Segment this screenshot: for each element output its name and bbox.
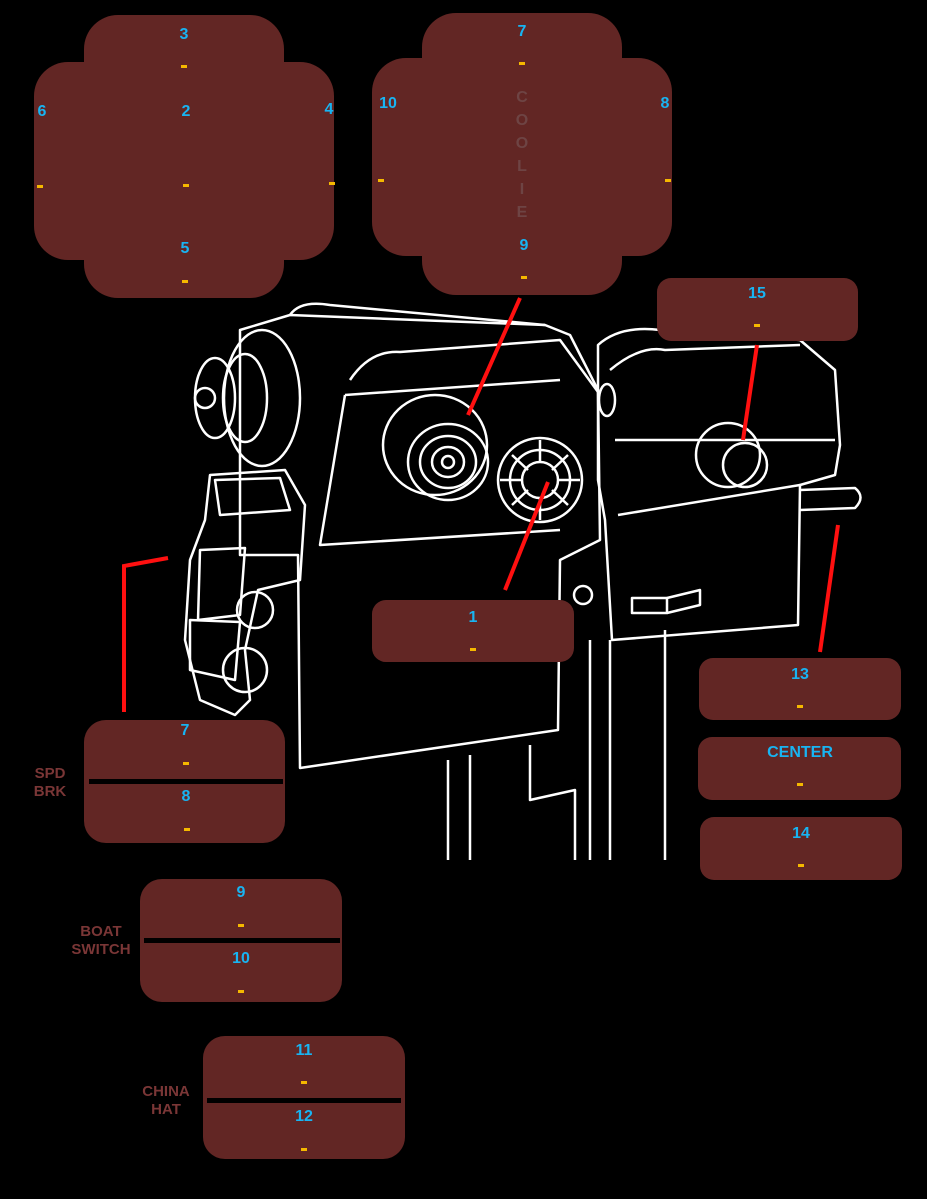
lever-14-number: 14 [792,825,810,842]
coolie-box-horizontal [372,58,672,256]
coolie-right-value: - [665,179,671,182]
hat-left-number: 6 [37,103,47,120]
coolie-letter: I [519,181,525,198]
hat-center-number: 2 [181,103,191,120]
coolie-up-number: 7 [517,23,527,40]
spd-brk-label: SPD BRK [34,765,67,801]
button-1-box: 1 - [372,600,574,662]
lever-center-label: CENTER [767,744,833,761]
spd-brk-top-number: 7 [180,722,190,739]
coolie-letter: C [516,89,528,106]
boat-switch-divider [144,938,340,943]
leader-lever [818,524,840,653]
hat-up-number: 3 [179,26,189,43]
china-hat-divider [207,1098,401,1103]
china-hat-label-line1: CHINA [142,1083,190,1100]
china-hat-label-line2: HAT [151,1101,181,1118]
hat-left-value: - [37,185,43,188]
lever-13-value: - [797,705,803,708]
leader-button-1 [503,481,550,591]
china-hat-top-number: 11 [295,1042,313,1059]
side-knob-center [193,386,217,410]
boat-switch-label-line1: BOAT [80,923,122,940]
china-hat-top-value: - [301,1081,307,1084]
coolie-right-number: 8 [660,95,670,112]
coolie-hat-knob [381,393,489,497]
boat-switch-bottom-number: 10 [232,950,250,967]
left-side-switches [183,468,307,717]
hat-center-value: - [183,184,189,187]
china-hat-label: CHINA HAT [142,1083,190,1119]
boat-switch-box: 9 - 10 - [140,879,342,1002]
leader-button-15 [741,344,759,441]
spd-brk-label-line1: SPD [34,765,66,782]
side-knob-inner [221,352,269,444]
lever-graphic [799,486,862,512]
lever-14-box: 14 - [700,817,902,880]
coolie-letter: L [517,158,527,175]
lever-13-number: 13 [791,666,809,683]
coolie-up-value: - [519,62,525,65]
spd-brk-divider [89,779,283,784]
spd-brk-top-value: - [183,762,189,765]
coolie-label: C O O L I E [512,86,532,224]
lever-13-box: 13 - [699,658,901,720]
lever-center-box: CENTER - [698,737,901,800]
lever-14-value: - [798,864,804,867]
boat-switch-label-line2: SWITCH [71,941,131,958]
button-1-value: - [470,648,476,651]
ministick [496,436,584,524]
boat-switch-top-value: - [238,924,244,927]
boat-switch-bottom-value: - [238,990,244,993]
spd-brk-bottom-value: - [184,828,190,831]
coolie-down-number: 9 [519,237,529,254]
button-15-graphic [694,421,762,489]
coolie-left-value: - [378,179,384,182]
left-throttle-outline [238,313,602,770]
lever-center-value: - [797,783,803,786]
button-15-number: 15 [748,285,766,302]
coolie-letter: O [515,135,529,152]
hat-down-value: - [182,280,188,283]
button-15-value: - [754,324,760,327]
hat-up-value: - [181,65,187,68]
coolie-letter: E [516,204,528,221]
china-hat-box: 11 - 12 - [203,1036,405,1159]
hat-right-value: - [329,182,335,185]
hat-right-number: 4 [324,101,334,118]
spd-brk-label-line2: BRK [33,783,67,800]
leader-coolie [466,297,522,416]
hat-box-horizontal [34,62,334,260]
boat-switch-label: BOAT SWITCH [71,923,130,959]
boat-switch-top-number: 9 [236,884,246,901]
throttle-base [446,630,667,860]
spd-brk-bottom-number: 8 [181,788,191,805]
china-hat-bottom-value: - [301,1148,307,1151]
leader-spd-brk [122,556,169,712]
china-hat-bottom-number: 12 [295,1108,313,1125]
button-1-number: 1 [468,609,478,626]
spd-brk-box: 7 - 8 - [84,720,285,843]
coolie-letter: O [515,112,529,129]
hat-down-number: 5 [180,240,190,257]
button-15-box: 15 - [657,278,858,341]
left-throttle-face [348,338,600,393]
coolie-left-number: 10 [379,95,397,112]
left-throttle-top [288,302,561,547]
coolie-down-value: - [521,276,527,279]
